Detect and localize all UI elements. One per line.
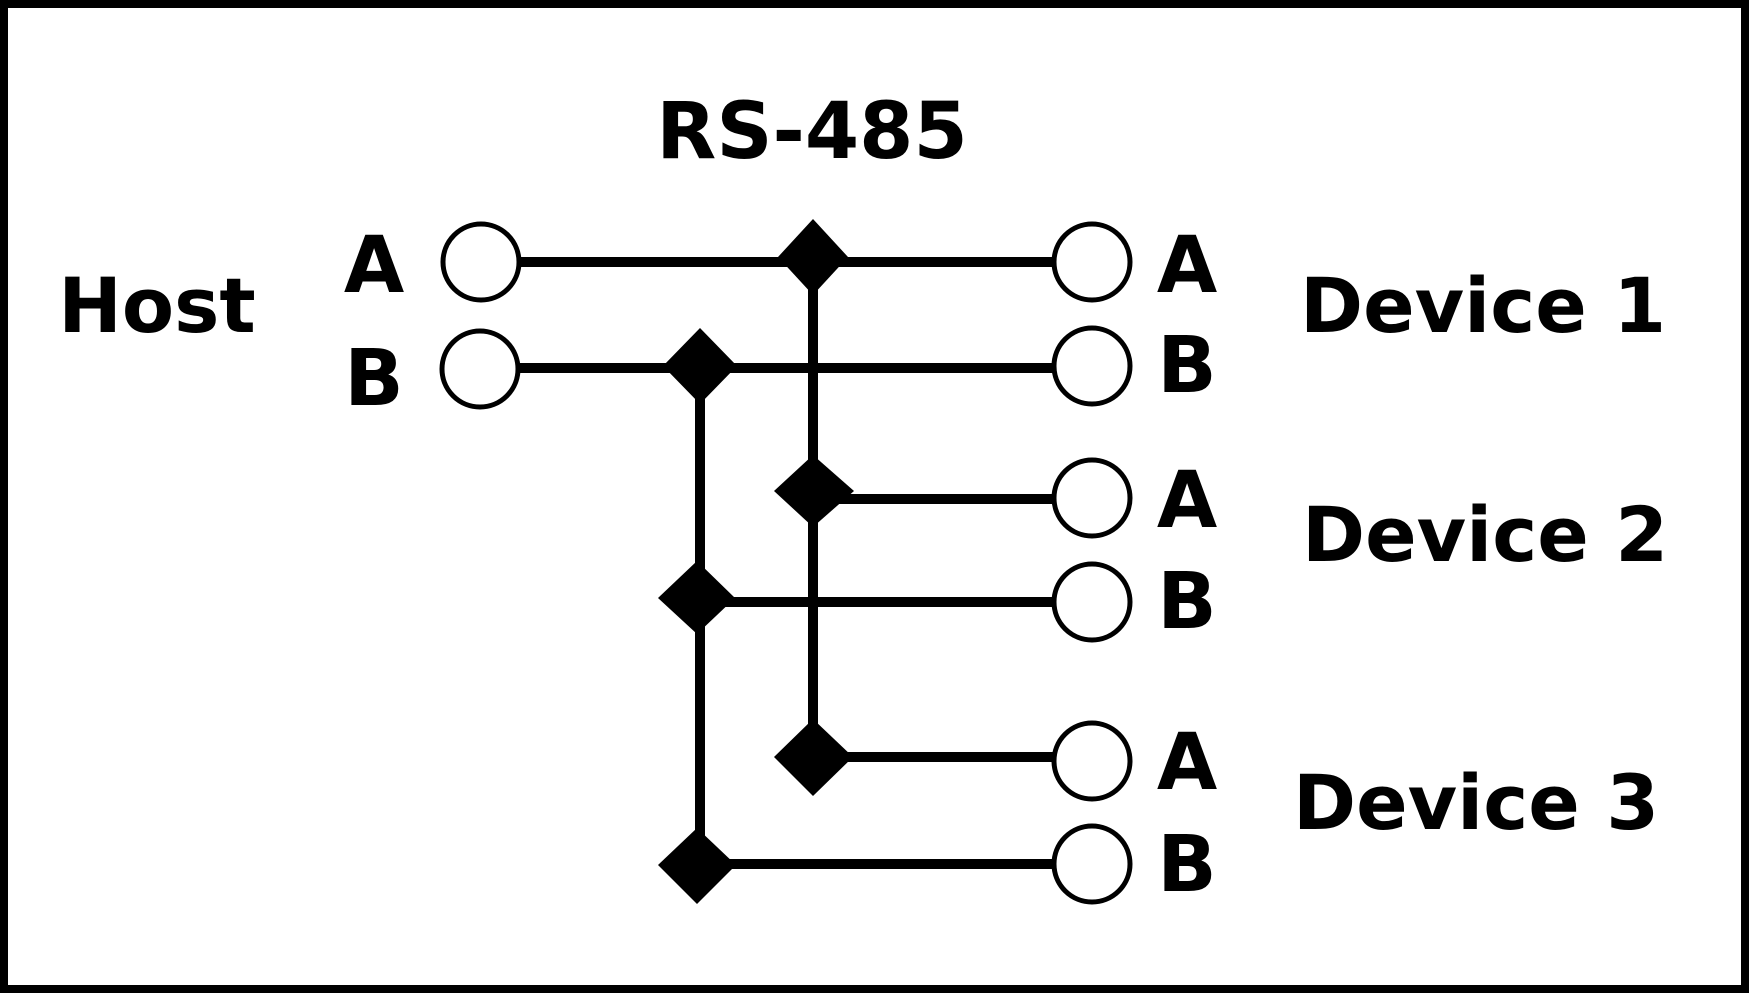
device-2-terminal-a — [1051, 457, 1133, 539]
device-3-terminal-a — [1051, 720, 1133, 802]
host-label: Host — [58, 261, 255, 350]
device-3-pin-a-label: A — [1157, 718, 1217, 808]
host-terminal-a — [440, 221, 522, 303]
device-3-pin-b-label: B — [1157, 820, 1216, 910]
device-1-terminal-a — [1051, 221, 1133, 303]
device-2-pin-a-label: A — [1157, 456, 1217, 546]
device-2-label: Device 2 — [1302, 490, 1668, 579]
junction-node — [658, 561, 735, 634]
host-pin-b-label: B — [344, 334, 403, 424]
device-1-pin-a-label: A — [1157, 221, 1217, 311]
junction-node — [774, 719, 853, 796]
device-2-terminal-b — [1051, 561, 1133, 643]
diagram-title: RS-485 — [656, 87, 967, 177]
device-1-pin-b-label: B — [1157, 321, 1216, 411]
device-2-pin-b-label: B — [1157, 557, 1216, 647]
junction-node — [658, 828, 736, 904]
device-3-label: Device 3 — [1293, 758, 1659, 847]
host-pin-a-label: A — [344, 221, 404, 311]
device-3-terminal-b — [1051, 823, 1133, 905]
host-terminal-b — [439, 328, 521, 410]
device-1-terminal-b — [1051, 325, 1133, 407]
junction-node — [774, 455, 854, 527]
junction-node — [778, 219, 848, 295]
device-1-label: Device 1 — [1300, 261, 1666, 350]
junction-node — [663, 328, 737, 404]
